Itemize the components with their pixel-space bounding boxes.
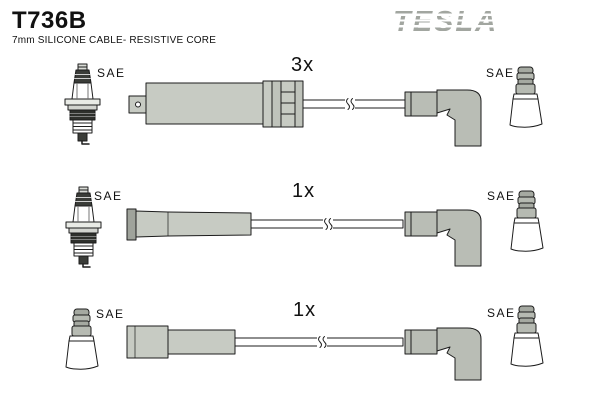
- plug-boot-icon: [511, 306, 543, 366]
- plug-boot-icon: [66, 309, 98, 369]
- part-number: T736B: [12, 7, 87, 34]
- sae-label-row3-left: SAE: [96, 307, 125, 321]
- cable-break-mark: [317, 337, 327, 348]
- sae-label-row2-right: SAE: [487, 189, 516, 203]
- plug-boot-icon: [511, 191, 543, 251]
- cable-wire-drawing: [235, 337, 403, 348]
- cable-break-mark: [345, 99, 355, 110]
- cable-wire-drawing: [251, 219, 403, 230]
- distributor-connector-drawing: [129, 81, 303, 127]
- spark-plug-icon: [65, 64, 100, 144]
- stepped-connector-drawing: [127, 326, 235, 358]
- cable-wire-drawing: [303, 99, 405, 110]
- elbow-boot-drawing: [405, 90, 481, 146]
- product-description: 7mm SILICONE CABLE- RESISTIVE CORE: [12, 35, 217, 46]
- plug-boot-icon: [510, 67, 542, 127]
- quantity-label-row2: 1x: [292, 180, 316, 202]
- cable-break-mark: [323, 219, 333, 230]
- sae-label-row1-right: SAE: [486, 66, 515, 80]
- sae-label-row2-left: SAE: [94, 189, 123, 203]
- straight-connector-drawing: [127, 209, 251, 240]
- spark-plug-icon: [66, 187, 101, 267]
- elbow-boot-drawing: [405, 328, 481, 380]
- quantity-label-row3: 1x: [293, 299, 317, 321]
- sae-label-row1-left: SAE: [97, 66, 126, 80]
- quantity-label-row1: 3x: [291, 54, 315, 76]
- elbow-boot-drawing: [405, 210, 481, 266]
- sae-label-row3-right: SAE: [487, 306, 516, 320]
